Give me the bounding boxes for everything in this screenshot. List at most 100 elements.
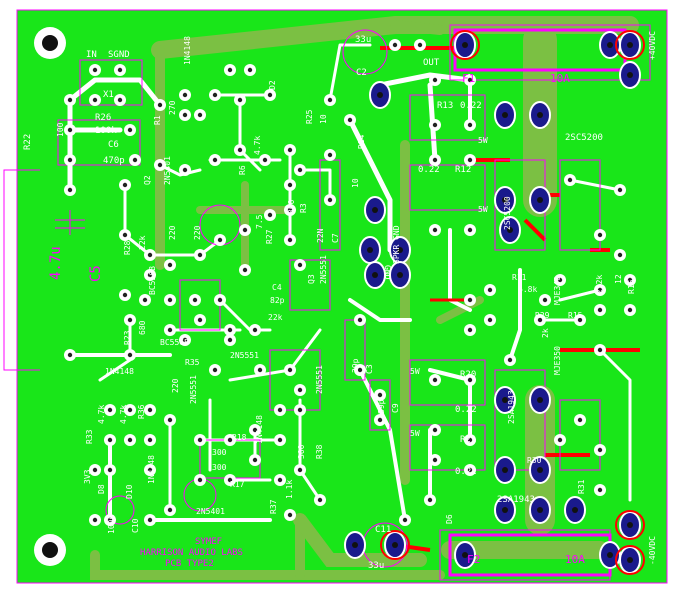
- label-w5c: 5W: [410, 367, 420, 376]
- labels: IN SGND X1 R22 100 R26 100k C6 470p C5 4…: [23, 31, 657, 571]
- label-r13v: 0.22: [460, 101, 482, 111]
- label-sgnd: SGND: [108, 50, 130, 60]
- label-q3: Q3: [307, 274, 316, 284]
- label-spkr-gnd: SPKR GND: [392, 225, 401, 264]
- label-in: IN: [86, 50, 97, 60]
- supply-ring: [615, 510, 645, 540]
- label-r15v: 2.2k: [595, 275, 604, 294]
- label-c11v: 33u: [368, 561, 384, 571]
- pad-hole: [432, 457, 438, 463]
- pad-hole: [327, 97, 333, 103]
- pad-hole: [167, 297, 173, 303]
- label-c1v: 10: [351, 178, 360, 188]
- pad-hole: [122, 182, 128, 188]
- label-d8v: 3V3: [83, 469, 92, 484]
- label-q15v: 2N5551: [189, 375, 198, 404]
- label-q12v: 2SA1943: [507, 390, 516, 424]
- pad-hole: [192, 297, 198, 303]
- pad-hole: [142, 297, 148, 303]
- label-c7v: 22N: [316, 228, 325, 243]
- label-q14v: 2SA1943: [497, 495, 535, 505]
- pad-hole: [127, 437, 133, 443]
- pad-hole: [92, 467, 98, 473]
- pad-hole: [147, 272, 153, 278]
- label-c5: C5: [88, 265, 104, 282]
- label-r37: R37: [269, 499, 278, 514]
- pad-hole: [147, 467, 153, 473]
- pad-hole: [287, 207, 293, 213]
- pad-hole: [67, 157, 73, 163]
- label-r36: R36: [137, 404, 146, 419]
- pad-hole: [182, 92, 188, 98]
- label-r3: R3: [299, 203, 308, 213]
- label-r36v: 4.7k: [119, 405, 128, 424]
- pad-hole: [212, 367, 218, 373]
- label-r22: R22: [23, 134, 33, 150]
- power-pad-hole: [462, 42, 468, 48]
- pad-hole: [617, 187, 623, 193]
- label-r21: R21: [460, 435, 476, 445]
- label-d2: D2: [268, 80, 277, 90]
- power-pad-hole: [392, 542, 398, 548]
- pad-hole: [197, 477, 203, 483]
- pad-hole: [182, 112, 188, 118]
- power-pad-hole: [627, 42, 633, 48]
- pad-hole: [487, 287, 493, 293]
- pad-hole: [287, 367, 293, 373]
- power-pad-hole: [462, 552, 468, 558]
- power-pad-hole: [607, 552, 613, 558]
- pad-hole: [167, 327, 173, 333]
- pad-hole: [277, 437, 283, 443]
- label-c3: C3: [365, 364, 374, 374]
- pad-hole: [267, 212, 273, 218]
- power-pad-hole: [367, 247, 373, 253]
- pad-hole: [297, 262, 303, 268]
- pad-hole: [67, 127, 73, 133]
- pad-hole: [467, 77, 473, 83]
- label-d1n4148c: 1N4148: [255, 415, 264, 444]
- power-pad-hole: [627, 522, 633, 528]
- pad-hole: [287, 237, 293, 243]
- label-r22v: 100: [56, 122, 65, 137]
- label-r30: R30: [527, 456, 542, 465]
- pad-hole: [127, 352, 133, 358]
- pad-hole: [157, 102, 163, 108]
- pad-hole: [197, 112, 203, 118]
- label-r14: R14: [357, 134, 366, 149]
- label-r13: R13: [437, 101, 453, 111]
- power-pad-hole: [537, 467, 543, 473]
- pad-hole: [297, 167, 303, 173]
- label-q2v: 2N5401: [163, 156, 172, 185]
- pad-hole: [567, 177, 573, 183]
- pad-hole: [252, 427, 258, 433]
- pad-hole: [147, 517, 153, 523]
- label-r16: R16: [627, 279, 636, 294]
- label-c2v: 33u: [355, 35, 371, 45]
- pad-hole: [537, 317, 543, 323]
- label-r20: R20: [460, 370, 476, 380]
- pad-hole: [402, 517, 408, 523]
- label-c4v: 82p: [270, 296, 285, 305]
- pad-hole: [212, 157, 218, 163]
- pad-hole: [467, 327, 473, 333]
- pad-hole: [467, 227, 473, 233]
- pad-hole: [242, 267, 248, 273]
- label-q18v: 2N5551: [315, 365, 324, 394]
- label-bc556b2: BC556B: [160, 338, 189, 347]
- label-r25v: 10: [319, 114, 328, 124]
- label-q3v: 2N5551: [319, 255, 328, 284]
- pad-hole: [182, 167, 188, 173]
- pad-hole: [227, 327, 233, 333]
- label-r26: R26: [95, 113, 111, 123]
- pad-hole: [627, 307, 633, 313]
- pad-hole: [597, 487, 603, 493]
- pad-hole: [597, 287, 603, 293]
- label-r28v: 22k: [138, 235, 147, 250]
- supply-ring: [450, 30, 480, 60]
- pad-hole: [197, 317, 203, 323]
- label-r35: R35: [185, 358, 200, 367]
- pad-hole: [167, 507, 173, 513]
- credit-line-1: SYMEF: [195, 537, 222, 547]
- pad-hole: [107, 517, 113, 523]
- label-f1v: 10A: [550, 72, 570, 85]
